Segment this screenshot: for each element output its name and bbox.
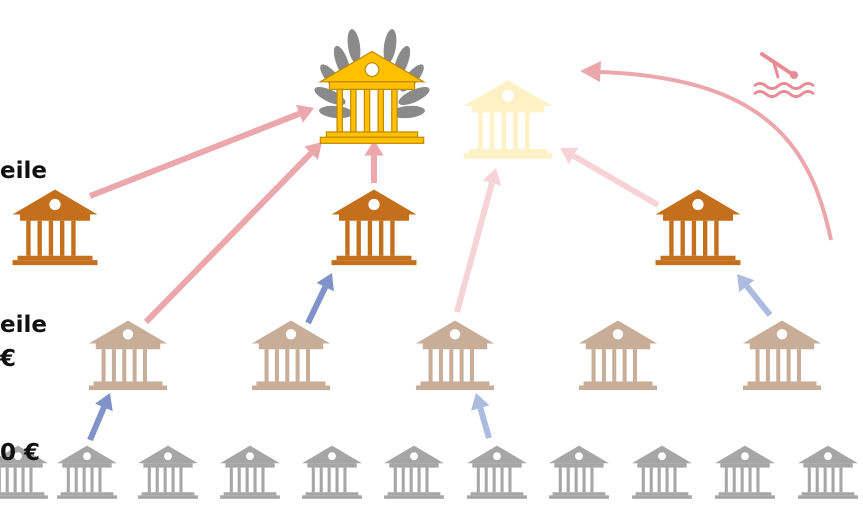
faded-gold-bank-icon: [463, 80, 553, 159]
gray-bank-icon: [467, 445, 527, 499]
gray-bank-icon: [138, 445, 198, 499]
red-arrow: [143, 142, 322, 325]
faded-red-arrow: [454, 168, 502, 313]
faded-red-arrow: [560, 147, 660, 208]
tan-bank-icon: [415, 320, 495, 391]
tan-bank-icon: [251, 320, 331, 391]
bronze-bank-icon: [12, 189, 98, 266]
bronze-bank-icon: [331, 189, 417, 266]
gray-bank-icon: [384, 445, 444, 499]
gray-bank-icon: [57, 445, 117, 499]
gray-bank-icon: [798, 445, 858, 499]
row1-label-fragment: eile: [0, 158, 47, 184]
tan-bank-icon: [88, 320, 168, 391]
red-arrow: [364, 140, 384, 183]
row2-label-fragment: eile: [0, 312, 47, 338]
laurel-leaf: [318, 104, 354, 120]
row2-currency-fragment: €: [0, 346, 17, 372]
faded-blue-arrow: [471, 393, 492, 439]
gray-bank-icon: [220, 445, 280, 499]
gray-bank-icon: [715, 445, 775, 499]
arrows-layer: [87, 61, 833, 442]
diver-icon: [753, 52, 815, 98]
gray-bank-icon: [302, 445, 362, 499]
faded-blue-arrow: [737, 274, 773, 317]
tan-bank-icon: [578, 320, 658, 391]
tan-bank-icon: [742, 320, 822, 391]
gray-bank-icon: [549, 445, 609, 499]
curved-red-arrow: [580, 61, 833, 241]
red-arrow: [88, 104, 314, 199]
row3-amount-fragment: 0 €: [0, 440, 41, 466]
bronze-bank-icon: [655, 189, 741, 266]
buildings-layer: [0, 50, 858, 499]
blue-arrow: [87, 393, 113, 442]
gray-bank-icon: [632, 445, 692, 499]
blue-arrow: [305, 273, 334, 325]
